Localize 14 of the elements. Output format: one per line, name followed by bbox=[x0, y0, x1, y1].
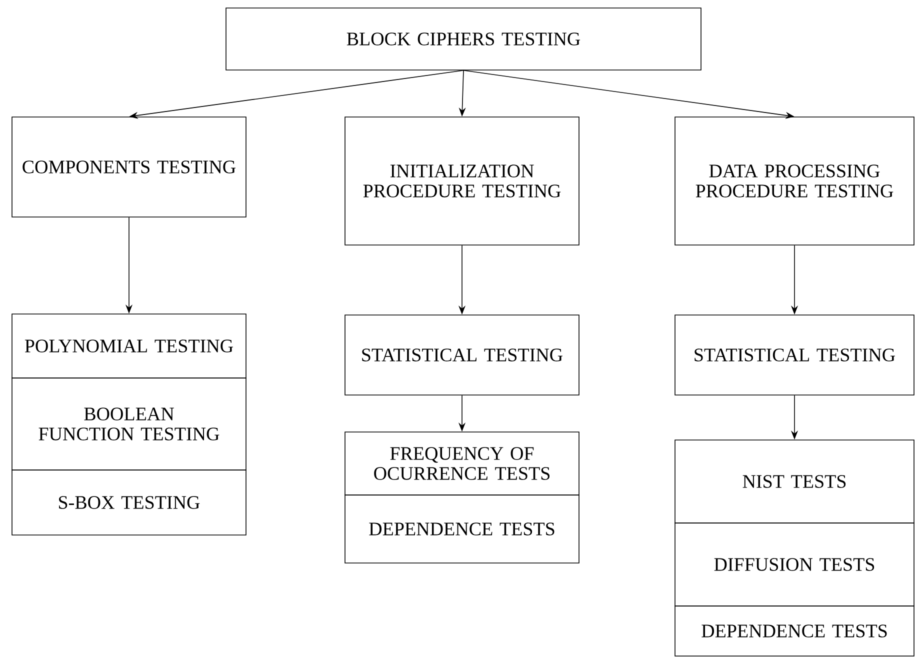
process-box: INITIALIZATION PROCEDURE TESTING bbox=[344, 116, 580, 246]
process-box: BLOCK CIPHERS TESTING bbox=[226, 8, 702, 70]
process-box: DIFFUSION TESTS bbox=[674, 522, 914, 606]
process-box: S-BOX TESTING bbox=[12, 470, 246, 536]
process-box: STATISTICAL TESTING bbox=[674, 314, 914, 396]
process-box: DEPENDENCE TESTS bbox=[674, 606, 914, 656]
process-box: NIST TESTS bbox=[674, 440, 914, 524]
process-box: POLYNOMIAL TESTING bbox=[12, 314, 246, 378]
process-box: DATA PROCESSING PROCEDURE TESTING bbox=[674, 116, 914, 246]
process-box: BOOLEAN FUNCTION TESTING bbox=[12, 378, 246, 470]
process-box: FREQUENCY OF OCURRENCE TESTS bbox=[344, 432, 580, 496]
process-box: COMPONENTS TESTING bbox=[12, 116, 246, 218]
process-box: STATISTICAL TESTING bbox=[344, 314, 580, 396]
process-box: DEPENDENCE TESTS bbox=[344, 494, 580, 564]
